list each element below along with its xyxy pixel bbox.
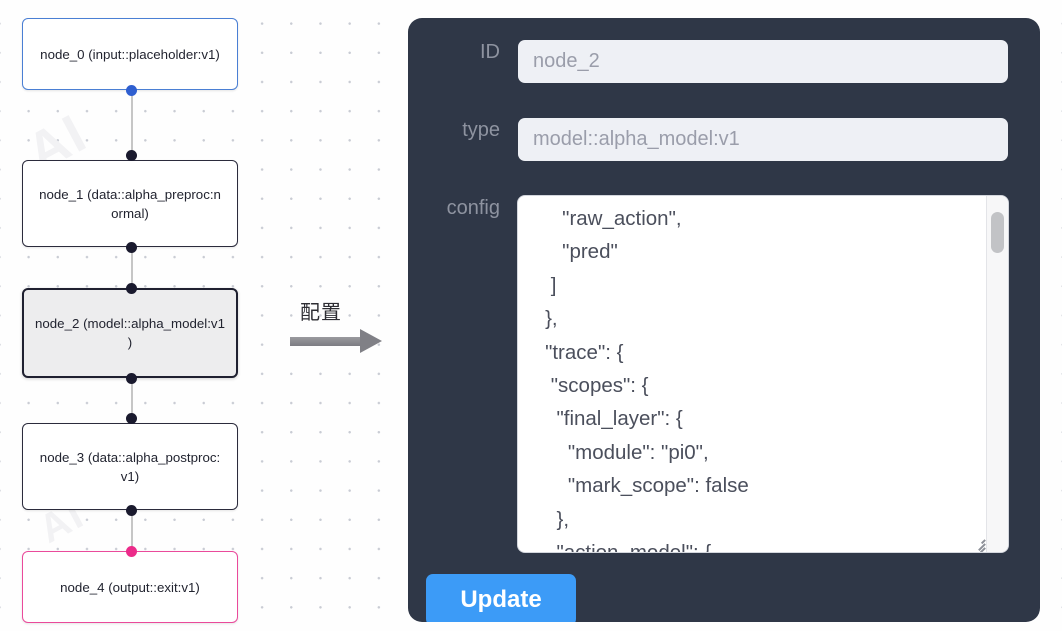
arrow-shaft-icon — [290, 337, 362, 346]
node-handle-source-node_0[interactable] — [126, 85, 137, 96]
resize-handle-icon[interactable] — [971, 536, 986, 552]
node-handle-source-node_2[interactable] — [126, 373, 137, 384]
config-textarea-wrapper: "raw_action", "pred" ] }, "trace": { "sc… — [518, 196, 1008, 552]
graph-node-node_4[interactable]: node_4 (output::exit:v1) — [22, 551, 238, 623]
node-handle-target-node_3[interactable] — [126, 413, 137, 424]
node-inspector-panel: ID type config "raw_action", "pred" ] },… — [408, 18, 1040, 622]
bottom-strip — [0, 631, 1062, 643]
config-scrollbar-thumb[interactable] — [991, 212, 1004, 253]
graph-canvas[interactable]: AI AI AI node_0 (input::placeholder:v1) … — [0, 0, 400, 631]
config-textarea[interactable]: "raw_action", "pred" ] }, "trace": { "sc… — [518, 196, 986, 552]
node-handle-target-node_4[interactable] — [126, 546, 137, 557]
graph-node-node_0[interactable]: node_0 (input::placeholder:v1) — [22, 18, 238, 90]
arrow-head-icon — [360, 329, 382, 353]
config-field-label: config — [446, 197, 500, 219]
type-field-label: type — [462, 119, 500, 141]
id-field-label: ID — [480, 41, 500, 63]
transition-label: 配置 — [300, 300, 342, 324]
field-row-id: ID — [408, 40, 1040, 83]
node-handle-source-node_1[interactable] — [126, 242, 137, 253]
node-handle-target-node_2[interactable] — [126, 283, 137, 294]
transition-arrow: 配置 — [287, 296, 397, 366]
node-handle-source-node_3[interactable] — [126, 505, 137, 516]
graph-node-node_3[interactable]: node_3 (data::alpha_postproc: v1) — [22, 423, 238, 510]
graph-node-label: node_3 (data::alpha_postproc: v1) — [39, 449, 221, 484]
graph-node-node_2[interactable]: node_2 (model::alpha_model:v1 ) — [22, 288, 238, 378]
node-handle-target-node_1[interactable] — [126, 150, 137, 161]
graph-node-label: node_4 (output::exit:v1) — [60, 579, 200, 595]
graph-edge — [131, 247, 133, 288]
graph-node-label: node_2 (model::alpha_model:v1 ) — [35, 316, 225, 350]
graph-edge — [131, 378, 133, 423]
field-row-config: config "raw_action", "pred" ] }, "trace"… — [408, 196, 1040, 552]
graph-node-label: node_1 (data::alpha_preproc:n ormal) — [39, 186, 221, 221]
id-input[interactable] — [518, 40, 1008, 83]
update-button[interactable]: Update — [426, 574, 576, 622]
config-scrollbar[interactable] — [986, 196, 1008, 552]
graph-node-label: node_0 (input::placeholder:v1) — [40, 46, 220, 62]
graph-edge — [131, 90, 133, 160]
field-row-type: type — [408, 118, 1040, 161]
type-input[interactable] — [518, 118, 1008, 161]
graph-node-node_1[interactable]: node_1 (data::alpha_preproc:n ormal) — [22, 160, 238, 247]
graph-edge — [131, 510, 133, 551]
